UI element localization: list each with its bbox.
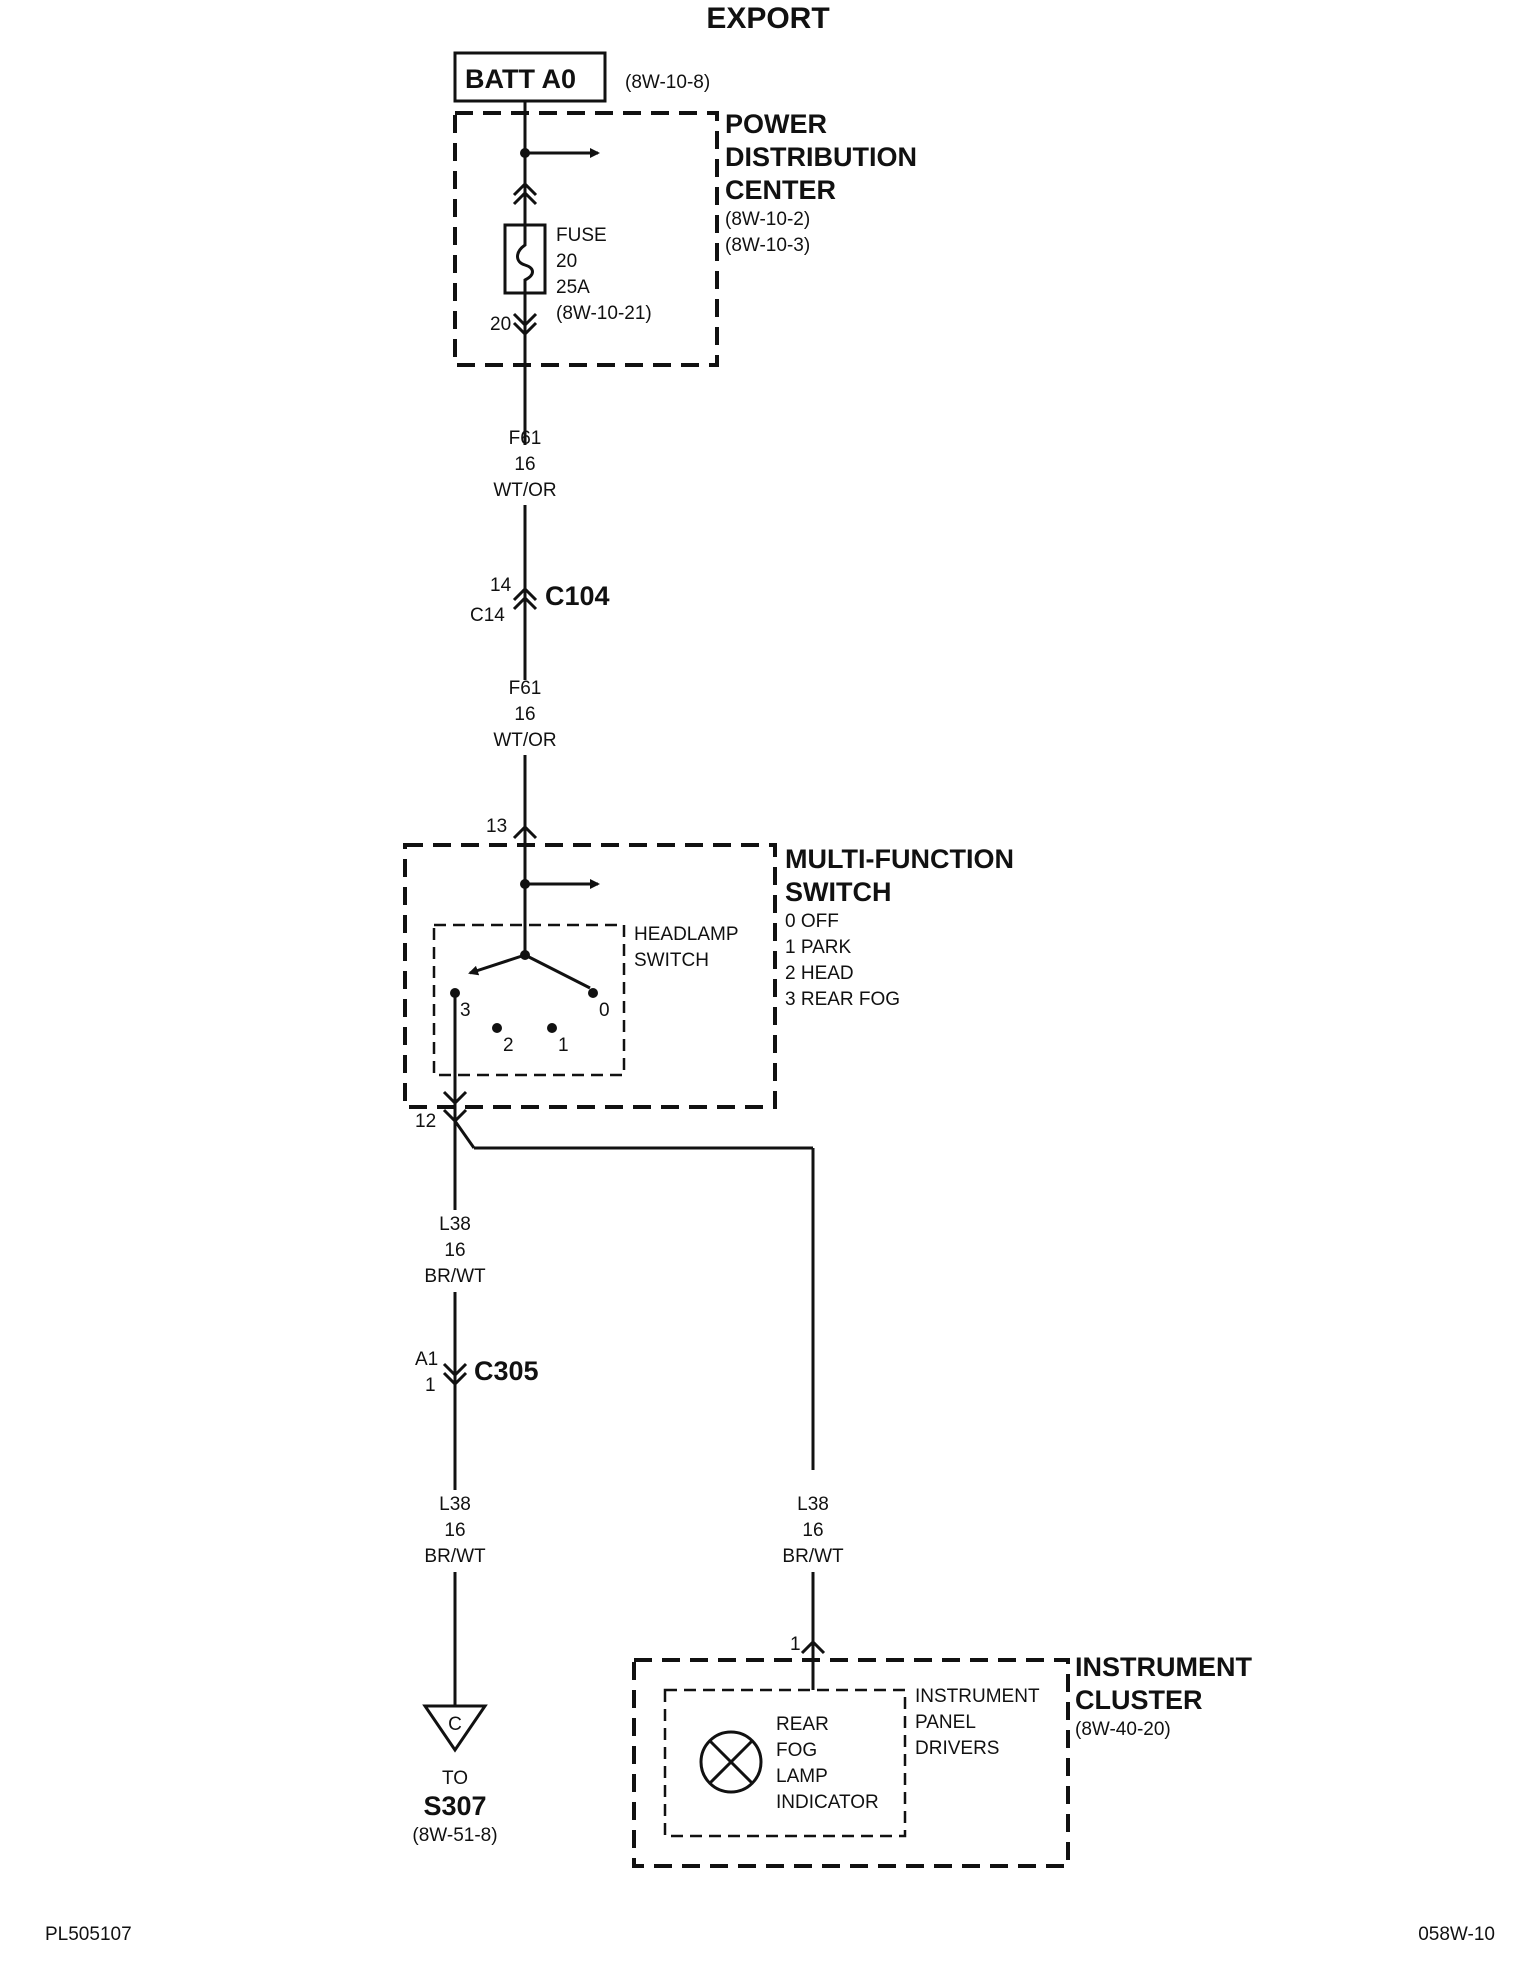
fuse-element bbox=[516, 225, 534, 293]
mfs-position-0: 0 OFF bbox=[785, 911, 839, 932]
wire-f61-top-gauge: 16 bbox=[514, 454, 535, 475]
contact-2-label: 2 bbox=[503, 1035, 514, 1056]
cluster-ref: (8W-40-20) bbox=[1075, 1719, 1171, 1740]
headlamp-switch-line2: SWITCH bbox=[634, 950, 709, 971]
instrument-cluster-box bbox=[632, 1658, 1070, 1868]
pdc-lower-connector bbox=[512, 312, 538, 337]
c104-pin-top: 14 bbox=[490, 575, 512, 596]
c305-name: C305 bbox=[474, 1356, 539, 1386]
indicator-line1: REAR bbox=[776, 1714, 829, 1735]
switch-rotation-arrow bbox=[468, 953, 526, 976]
switch-blade bbox=[524, 953, 591, 990]
wire-l38-b-gauge: 16 bbox=[444, 1520, 465, 1541]
mfs-input-connector bbox=[512, 824, 538, 840]
wire-f61-bottom-color: WT/OR bbox=[493, 730, 556, 751]
wire-l38-c-circuit: L38 bbox=[797, 1494, 829, 1515]
indicator-line2: FOG bbox=[776, 1740, 817, 1761]
instrument-panel-drivers-box bbox=[663, 1688, 907, 1838]
lamp-cross-2 bbox=[708, 1739, 754, 1785]
splice-ref: (8W-51-8) bbox=[412, 1825, 497, 1846]
footer-right-code: 058W-10 bbox=[1418, 1924, 1495, 1945]
cluster-name-line1: INSTRUMENT bbox=[1075, 1652, 1252, 1682]
cluster-pin-1: 1 bbox=[790, 1634, 801, 1655]
mfs-position-3: 3 REAR FOG bbox=[785, 989, 900, 1010]
wire-f61-top-color: WT/OR bbox=[493, 480, 556, 501]
wire-f61-bottom-gauge: 16 bbox=[514, 704, 535, 725]
footer-left-code: PL505107 bbox=[45, 1924, 132, 1945]
pdc-name-line2: DISTRIBUTION bbox=[725, 142, 917, 172]
wire-f61-top-circuit: F61 bbox=[509, 428, 542, 449]
fuse-ref: (8W-10-21) bbox=[556, 303, 652, 324]
wire-f61-bottom-circuit: F61 bbox=[509, 678, 542, 699]
power-distribution-center-box bbox=[453, 111, 719, 367]
contact-0-label: 0 bbox=[599, 1000, 610, 1021]
wire-l38-a-gauge: 16 bbox=[444, 1240, 465, 1261]
wire-l38-b-circuit: L38 bbox=[439, 1494, 471, 1515]
drivers-line1: INSTRUMENT bbox=[915, 1686, 1040, 1707]
mfs-pin-13: 13 bbox=[486, 816, 507, 837]
mfs-name-line1: MULTI-FUNCTION bbox=[785, 844, 1014, 874]
c305-pin-bottom: 1 bbox=[425, 1375, 436, 1396]
batt-a0-box bbox=[453, 51, 607, 103]
pdc-ref-2: (8W-10-3) bbox=[725, 235, 810, 256]
fuse-number: 20 bbox=[556, 251, 577, 272]
multi-function-switch-box bbox=[403, 843, 777, 1109]
c305-pin-top: A1 bbox=[415, 1349, 438, 1370]
drivers-line2: PANEL bbox=[915, 1712, 976, 1733]
contact-3-label: 3 bbox=[460, 1000, 471, 1021]
branch-to-cluster-diagonal bbox=[453, 1120, 476, 1149]
splice-letter: C bbox=[448, 1714, 462, 1735]
pdc-name-line3: CENTER bbox=[725, 175, 836, 205]
c104-name: C104 bbox=[545, 581, 610, 611]
pdc-ref-1: (8W-10-2) bbox=[725, 209, 810, 230]
cluster-name-line2: CLUSTER bbox=[1075, 1685, 1203, 1715]
headlamp-switch-box bbox=[432, 923, 626, 1077]
rear-fog-lamp-icon bbox=[699, 1730, 763, 1794]
mfs-position-1: 1 PARK bbox=[785, 937, 852, 958]
mfs-name-line2: SWITCH bbox=[785, 877, 891, 907]
mfs-output-arrowhead bbox=[442, 1090, 468, 1106]
contact-1-label: 1 bbox=[558, 1035, 569, 1056]
splice-triangle bbox=[422, 1704, 488, 1753]
wire-l38-a-color: BR/WT bbox=[424, 1266, 486, 1287]
wire-l38-c-gauge: 16 bbox=[802, 1520, 823, 1541]
c104-connector bbox=[512, 586, 538, 611]
contact-1-dot bbox=[547, 1023, 557, 1033]
indicator-line4: INDICATOR bbox=[776, 1792, 879, 1813]
diagram-title: EXPORT bbox=[706, 2, 829, 35]
batt-a0-label: BATT A0 bbox=[465, 64, 576, 94]
c305-connector bbox=[442, 1362, 468, 1387]
batt-a0-ref: (8W-10-8) bbox=[625, 72, 710, 93]
wire-l38-b-color: BR/WT bbox=[424, 1546, 486, 1567]
splice-to-label: TO bbox=[442, 1768, 468, 1789]
headlamp-switch-line1: HEADLAMP bbox=[634, 924, 739, 945]
wire-l38-a-circuit: L38 bbox=[439, 1214, 471, 1235]
contact-0-dot bbox=[588, 988, 598, 998]
indicator-line3: LAMP bbox=[776, 1766, 828, 1787]
pdc-name-line1: POWER bbox=[725, 109, 827, 139]
contact-2-dot bbox=[492, 1023, 502, 1033]
pdc-pin-20: 20 bbox=[490, 314, 511, 335]
pdc-upper-connector bbox=[512, 181, 538, 206]
drivers-line3: DRIVERS bbox=[915, 1738, 999, 1759]
splice-s307-label: S307 bbox=[423, 1791, 486, 1821]
fuse-rating: 25A bbox=[556, 277, 590, 298]
fuse-label: FUSE bbox=[556, 225, 607, 246]
cluster-connector bbox=[800, 1639, 826, 1655]
mfs-pin-12: 12 bbox=[415, 1111, 436, 1132]
wire-l38-c-color: BR/WT bbox=[782, 1546, 844, 1567]
c104-pin-bottom: C14 bbox=[470, 605, 505, 626]
mfs-position-2: 2 HEAD bbox=[785, 963, 854, 984]
